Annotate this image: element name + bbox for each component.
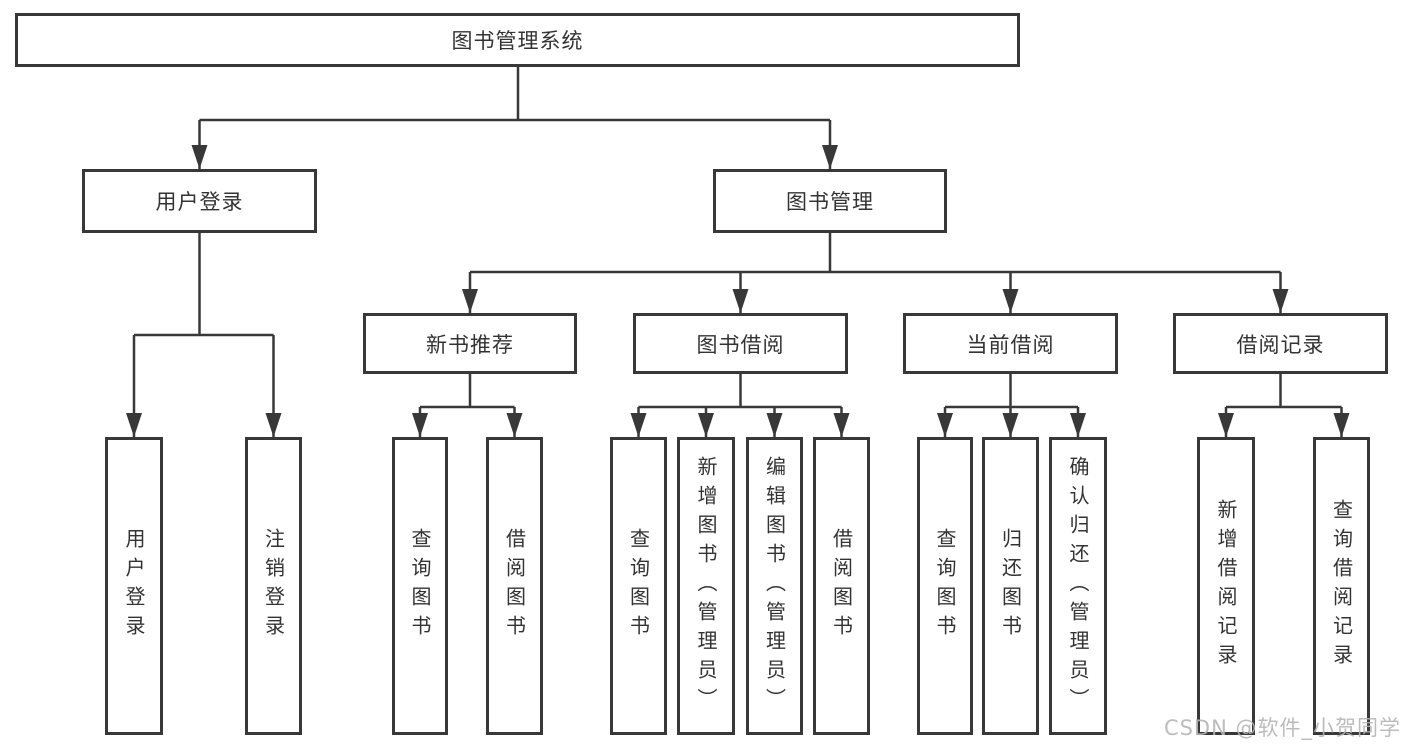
node-current-borrowing-label: 当前借阅: [966, 332, 1055, 357]
node-bb-query-books-label: 查询图书: [626, 528, 651, 644]
node-nbr-query-books: 查询图书: [392, 437, 448, 735]
arrowhead-icon: [1218, 413, 1234, 437]
node-br-query-record: 查询借阅记录: [1313, 437, 1370, 735]
arrowhead-icon: [265, 413, 282, 437]
node-login-action: 用户登录: [105, 437, 163, 735]
csdn-watermark: CSDN @软件_小贺同学: [1163, 716, 1401, 740]
arrowhead-icon: [506, 413, 523, 437]
node-user-login: 用户登录: [82, 169, 317, 233]
node-bb-add-books-label: 新增图书（管理员）: [694, 455, 718, 717]
node-cb-return-books: 归还图书: [982, 437, 1039, 735]
node-library-system: 图书管理系统: [15, 13, 1020, 67]
arrowhead-icon: [822, 145, 838, 169]
node-borrowing-records-label: 借阅记录: [1236, 332, 1325, 357]
node-bb-edit-books: 编辑图书（管理员）: [746, 437, 803, 735]
node-book-management-label: 图书管理: [786, 190, 874, 214]
node-current-borrowing: 当前借阅: [903, 313, 1118, 374]
node-user-login-label: 用户登录: [155, 190, 244, 214]
node-login-action-label: 用户登录: [122, 528, 146, 644]
node-new-book-recommend-label: 新书推荐: [426, 332, 514, 357]
arrowhead-icon: [1002, 289, 1019, 313]
arrowhead-icon: [126, 413, 142, 437]
node-bb-add-books: 新增图书（管理员）: [677, 437, 735, 735]
node-nbr-borrow-books: 借阅图书: [486, 437, 543, 735]
arrowhead-icon: [698, 413, 714, 437]
node-new-book-recommend: 新书推荐: [363, 313, 577, 374]
arrowhead-icon: [412, 413, 428, 437]
arrowhead-icon: [1070, 413, 1086, 437]
node-bb-borrow-books: 借阅图书: [813, 437, 870, 735]
node-br-add-record-label: 新增借阅记录: [1214, 499, 1238, 673]
arrowhead-icon: [937, 413, 953, 437]
node-nbr-borrow-books-label: 借阅图书: [502, 528, 527, 644]
node-borrowing-records: 借阅记录: [1173, 313, 1388, 374]
arrowhead-icon: [191, 145, 208, 169]
arrowhead-icon: [833, 413, 850, 437]
arrowhead-icon: [1333, 413, 1350, 437]
node-cb-query-books: 查询图书: [917, 437, 973, 735]
node-br-query-record-label: 查询借阅记录: [1329, 499, 1354, 673]
node-library-system-label: 图书管理系统: [451, 29, 584, 53]
node-cb-query-books-label: 查询图书: [933, 528, 957, 644]
node-nbr-query-books-label: 查询图书: [408, 528, 432, 644]
node-logout-action-label: 注销登录: [261, 528, 286, 644]
node-book-borrowing: 图书借阅: [633, 313, 848, 374]
node-bb-borrow-books-label: 借阅图书: [829, 528, 854, 644]
node-book-borrowing-label: 图书借阅: [696, 332, 785, 357]
node-bb-edit-books-label: 编辑图书（管理员）: [762, 455, 787, 717]
node-bb-query-books: 查询图书: [610, 437, 667, 735]
node-cb-confirm-return: 确认归还（管理员）: [1049, 437, 1107, 735]
arrowhead-icon: [1002, 413, 1019, 437]
arrowhead-icon: [1272, 289, 1289, 313]
node-book-management: 图书管理: [713, 169, 947, 233]
node-logout-action: 注销登录: [245, 437, 302, 735]
arrowhead-icon: [766, 413, 783, 437]
arrowhead-icon: [462, 289, 478, 313]
node-br-add-record: 新增借阅记录: [1197, 437, 1255, 735]
arrowhead-icon: [630, 413, 647, 437]
node-cb-confirm-return-label: 确认归还（管理员）: [1066, 455, 1090, 717]
arrowhead-icon: [732, 289, 749, 313]
node-cb-return-books-label: 归还图书: [998, 528, 1023, 644]
